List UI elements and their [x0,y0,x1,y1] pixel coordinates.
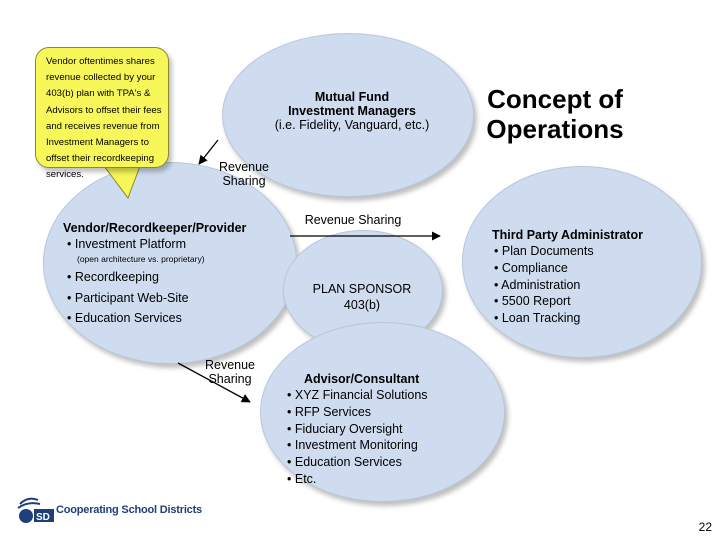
arrow-mutual-to-vendor [198,139,219,165]
vendor-note: (open architecture vs. proprietary) [77,254,205,264]
page-number-text: 22 [698,520,712,534]
advisor-item-xyz: XYZ Financial Solutions [287,387,486,404]
vendor-ellipse [43,162,297,364]
revenue-label-top: Revenue Sharing [214,160,274,188]
advisor-item-monitoring: Investment Monitoring [287,437,486,454]
revenue-label-bottom: Revenue Sharing [200,358,260,386]
vendor-item-recordkeeping: Recordkeeping [67,267,293,288]
vendor-list: Recordkeeping Participant Web-Site Educa… [63,267,293,329]
advisor-item-education: Education Services [287,454,486,471]
mutual-fund-line2: Investment Managers [288,104,416,118]
tpa-item-administration: Administration [494,277,692,294]
revenue-label-top-text: Revenue Sharing [218,160,270,188]
vendor-item-web-site: Participant Web-Site [67,288,293,309]
revenue-label-bottom-text: Revenue Sharing [204,358,256,386]
page-number: 22 [682,520,712,534]
csd-logo: SD Cooperating School Districts [14,494,202,526]
revenue-label-middle-text: Revenue Sharing [304,213,402,227]
revenue-label-middle: Revenue Sharing [293,213,413,227]
advisor-list: XYZ Financial Solutions RFP Services Fid… [286,387,486,488]
tpa-list: Plan Documents Compliance Administration… [492,243,692,327]
plan-sponsor-label: PLAN SPONSOR 403(b) [295,281,429,313]
mutual-fund-line3: (i.e. Fidelity, Vanguard, etc.) [274,118,430,132]
advisor-item-etc: Etc. [287,471,486,488]
vendor-item-education: Education Services [67,308,293,329]
csd-logo-text: Cooperating School Districts [56,504,202,516]
mutual-fund-ellipse [222,33,474,197]
advisor-item-rfp: RFP Services [287,404,486,421]
tpa-title: Third Party Administrator [492,228,643,242]
tpa-item-plan-documents: Plan Documents [494,243,692,260]
plan-sponsor-line2: 403(b) [343,298,381,312]
vendor-item1-text: Investment Platform [74,237,187,251]
tpa-item-loan-tracking: Loan Tracking [494,310,692,327]
plan-sponsor-line1: PLAN SPONSOR [312,282,412,296]
mutual-fund-label: Mutual Fund Investment Managers (i.e. Fi… [252,90,452,132]
arrow-vendor-to-advisor [177,362,251,403]
callout-text: Vendor oftentimes shares revenue collect… [46,56,162,181]
vendor-label: Vendor/Recordkeeper/Provider • Investmen… [63,220,293,329]
advisor-item-fiduciary: Fiduciary Oversight [287,421,486,438]
svg-text:SD: SD [36,512,50,523]
mutual-fund-line1: Mutual Fund [314,90,390,104]
advisor-label: Advisor/Consultant XYZ Financial Solutio… [286,371,486,488]
vendor-item-investment-platform: • Investment Platform [67,237,187,251]
advisor-title: Advisor/Consultant [304,372,420,386]
tpa-label: Third Party Administrator Plan Documents… [492,227,692,327]
concept-title-text: Concept of Operations [486,84,624,144]
tpa-item-5500-report: 5500 Report [494,293,692,310]
vendor-title: Vendor/Recordkeeper/Provider [63,221,247,235]
tpa-item-compliance: Compliance [494,260,692,277]
concept-title: Concept of Operations [470,84,640,144]
csd-logo-icon: SD [17,497,54,523]
callout-note: Vendor oftentimes shares revenue collect… [35,47,169,180]
